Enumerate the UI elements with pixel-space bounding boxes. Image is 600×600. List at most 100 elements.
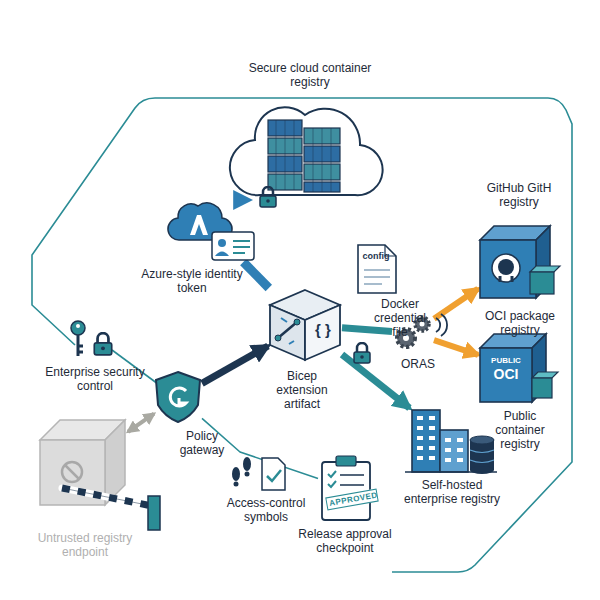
- building-icon: [417, 418, 435, 458]
- public-registry-box: [532, 372, 558, 378]
- public-registry-box: [480, 334, 558, 402]
- identity-token-icon: [168, 203, 254, 260]
- cloud-registry: Secure cloud container registry: [245, 100, 370, 200]
- artifact-cube: [270, 305, 305, 360]
- boundary-outline: [32, 98, 572, 572]
- lock-symbol: [354, 343, 370, 363]
- barrier-gate: [62, 488, 152, 506]
- node-label: Release approval checkpoint: [285, 528, 405, 556]
- identity-token-icon: [215, 252, 229, 257]
- brace-symbol: { }: [308, 321, 338, 338]
- credential-file: configDocker credential file: [358, 245, 396, 293]
- node-label: Bicep extension artifact: [266, 370, 338, 411]
- artifact-cube: [294, 319, 300, 325]
- node-label: OCI package registry: [475, 310, 565, 338]
- cloud-registry-icon: [276, 120, 331, 192]
- checked-document: [262, 458, 285, 490]
- footprint-symbol: [245, 472, 250, 477]
- shield-symbol: [156, 372, 200, 422]
- footprint-symbol: [243, 457, 251, 471]
- building-icon: [470, 436, 494, 444]
- identity-token-icon: [218, 239, 226, 247]
- cloud-registry-icon: [230, 107, 383, 195]
- identity-token-icon: [190, 215, 208, 235]
- blocked-arrow: [128, 414, 154, 432]
- key-symbol: [71, 321, 85, 335]
- building-icon: [412, 410, 440, 472]
- building-icon: [445, 440, 463, 460]
- mirror-arrow: [342, 354, 409, 408]
- cloud-registry-icon: [230, 107, 383, 195]
- checked-document: [262, 458, 285, 490]
- untrusted-cube: [62, 462, 82, 482]
- barrier-gate: [62, 488, 152, 506]
- oras-tool: ORAS: [392, 315, 434, 351]
- clipboard-icon: [336, 456, 356, 466]
- policy-arrow: [202, 346, 268, 383]
- package-registry-box: [498, 259, 514, 275]
- config-file-icon: [358, 245, 396, 293]
- package-registry-box: [530, 266, 560, 272]
- package-registry-box: [500, 276, 512, 282]
- approval-stamp: APPROVED: [325, 489, 379, 511]
- checked-document: [267, 470, 281, 481]
- building-icon: [405, 471, 497, 473]
- identity-token-icon: [233, 241, 250, 253]
- barrier-gate: [62, 488, 152, 506]
- clipboard-icon: [340, 475, 364, 485]
- node-label: Secure cloud container registry: [248, 62, 373, 90]
- public-registry-box: [532, 378, 552, 398]
- token-connector: [243, 262, 268, 288]
- package-registry-box: [480, 240, 536, 298]
- identity-token: Azure-style identity token: [170, 200, 256, 262]
- node-label: Self-hosted enterprise registry: [397, 479, 507, 507]
- key-symbol: [78, 335, 83, 356]
- node-label: Untrusted registry endpoint: [20, 532, 150, 560]
- building-icon: [470, 450, 494, 463]
- identity-token-icon: [212, 232, 254, 260]
- lock-symbol: [260, 187, 276, 207]
- package-registry-box: [480, 226, 560, 298]
- push-connector: [342, 328, 392, 332]
- access-control: Access-control symbols: [226, 455, 288, 493]
- clipboard-icon: [322, 456, 370, 520]
- shield-symbol: [170, 388, 186, 406]
- barrier-gate: [62, 488, 160, 530]
- key-symbol: [76, 324, 80, 328]
- footprint-symbol: [234, 482, 239, 487]
- key-symbol: [71, 321, 85, 356]
- artifact-cube: [281, 318, 294, 344]
- box-tag: PUBLIC: [481, 356, 531, 365]
- artifact-cube: [275, 335, 281, 341]
- footprint-symbol: [232, 467, 240, 481]
- lock-symbol: [94, 333, 111, 355]
- node-label: Enterprise security control: [35, 366, 155, 394]
- approval-checkpoint: APPROVEDRelease approval checkpoint: [318, 455, 374, 521]
- clipboard-icon: [328, 471, 336, 487]
- package-registry-box: [530, 272, 554, 294]
- publish-arrow: [434, 340, 478, 355]
- public-registry-box: [480, 348, 532, 402]
- untrusted-cube: [65, 465, 79, 479]
- gear-symbol: [436, 314, 447, 336]
- node-label: Policy gateway: [172, 430, 232, 458]
- footprint-symbol: [232, 457, 251, 487]
- shield-symbol: [156, 372, 200, 422]
- security-control: Enterprise security control: [66, 318, 116, 358]
- policy-gateway: Policy gateway: [154, 370, 202, 424]
- untrusted-endpoint: Untrusted registry endpoint: [38, 418, 128, 508]
- config-file-icon: [364, 270, 390, 284]
- artifact-cube: [278, 322, 297, 338]
- node-label: Public container registry: [480, 410, 560, 451]
- package-registry-box: [492, 254, 520, 282]
- publish-arrow: [434, 289, 478, 319]
- artifact-cube: [270, 290, 340, 360]
- node-label: Docker credential file: [367, 298, 433, 339]
- public-registry: PUBLICOCIPublic container registry: [478, 332, 556, 404]
- node-label: Azure-style identity token: [137, 268, 247, 296]
- node-label: GitHub GitH registry: [474, 182, 564, 210]
- barrier-gate: [148, 496, 160, 530]
- file-tag: config: [358, 251, 394, 261]
